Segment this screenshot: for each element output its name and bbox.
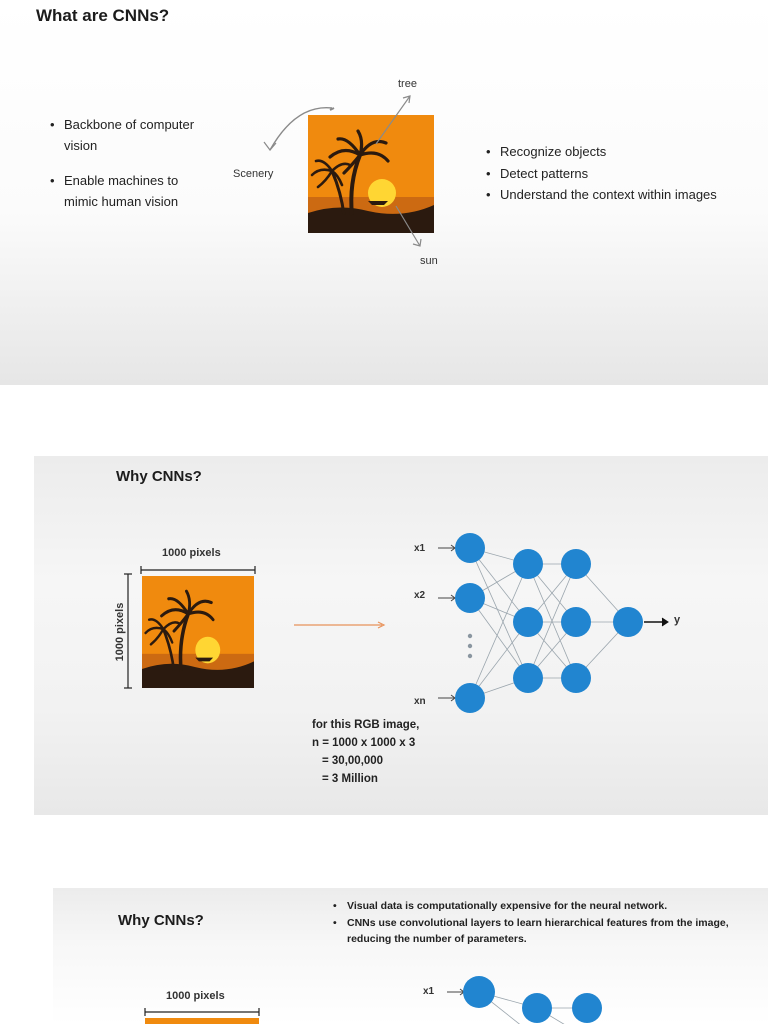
slide3-image-top xyxy=(145,1018,259,1024)
input-x2-label: x2 xyxy=(414,590,426,601)
label-tree: tree xyxy=(398,78,417,90)
bullet-detect: Detect patterns xyxy=(486,163,768,185)
slide1-title: What are CNNs? xyxy=(36,6,170,25)
slide3-input-x1-label: x1 xyxy=(423,986,435,997)
slide3-neural-network xyxy=(447,976,602,1024)
annotation-arrows xyxy=(263,95,422,247)
bullet-recognize: Recognize objects xyxy=(486,141,768,163)
calc-line-2: n = 1000 x 1000 x 3 xyxy=(312,737,416,749)
slide-why-cnns-2: Why CNNs? Visual data is computationally… xyxy=(53,888,768,1024)
label-sun: sun xyxy=(420,255,438,267)
slide-why-cnns: Why CNNs? 1000 pixels 1000 pixels x1 x2 … xyxy=(34,456,768,815)
calc-line-1: for this RGB image, xyxy=(312,719,420,731)
input-xn-label: xn xyxy=(414,696,426,707)
slide3-title: Why CNNs? xyxy=(118,912,204,929)
slide1-left-bullets: Backbone of computer vision Enable machi… xyxy=(50,114,200,212)
slide-what-are-cnns: What are CNNs? Backbone of computer visi… xyxy=(0,0,768,385)
input-image xyxy=(140,574,256,690)
bullet-expensive: Visual data is computationally expensive… xyxy=(333,898,733,915)
width-label: 1000 pixels xyxy=(162,547,221,559)
bullet-convolutional: CNNs use convolutional layers to learn h… xyxy=(333,915,733,948)
bullet-backbone: Backbone of computer vision xyxy=(50,114,200,156)
input-arrow xyxy=(294,621,386,629)
calc-line-3: = 30,00,000 xyxy=(322,755,384,767)
slide3-bullets: Visual data is computationally expensive… xyxy=(333,898,733,948)
neural-network xyxy=(438,533,669,713)
slide2-title: Why CNNs? xyxy=(116,468,202,485)
input-x1-label: x1 xyxy=(414,543,426,554)
output-y-label: y xyxy=(674,614,681,626)
slide3-width-dimension-line xyxy=(144,1008,260,1016)
bullet-mimic-vision: Enable machines to mimic human vision xyxy=(50,170,200,212)
slide1-right-bullets: Recognize objects Detect patterns Unders… xyxy=(486,141,768,206)
label-scenery: Scenery xyxy=(233,168,274,180)
parameter-calculation: for this RGB image, n = 1000 x 1000 x 3 … xyxy=(312,716,419,788)
calc-line-4: = 3 Million xyxy=(322,773,378,785)
height-dimension-line xyxy=(124,573,132,689)
slide3-width-label: 1000 pixels xyxy=(166,990,225,1002)
bullet-context: Understand the context within images xyxy=(486,184,768,206)
width-dimension-line xyxy=(140,566,256,574)
